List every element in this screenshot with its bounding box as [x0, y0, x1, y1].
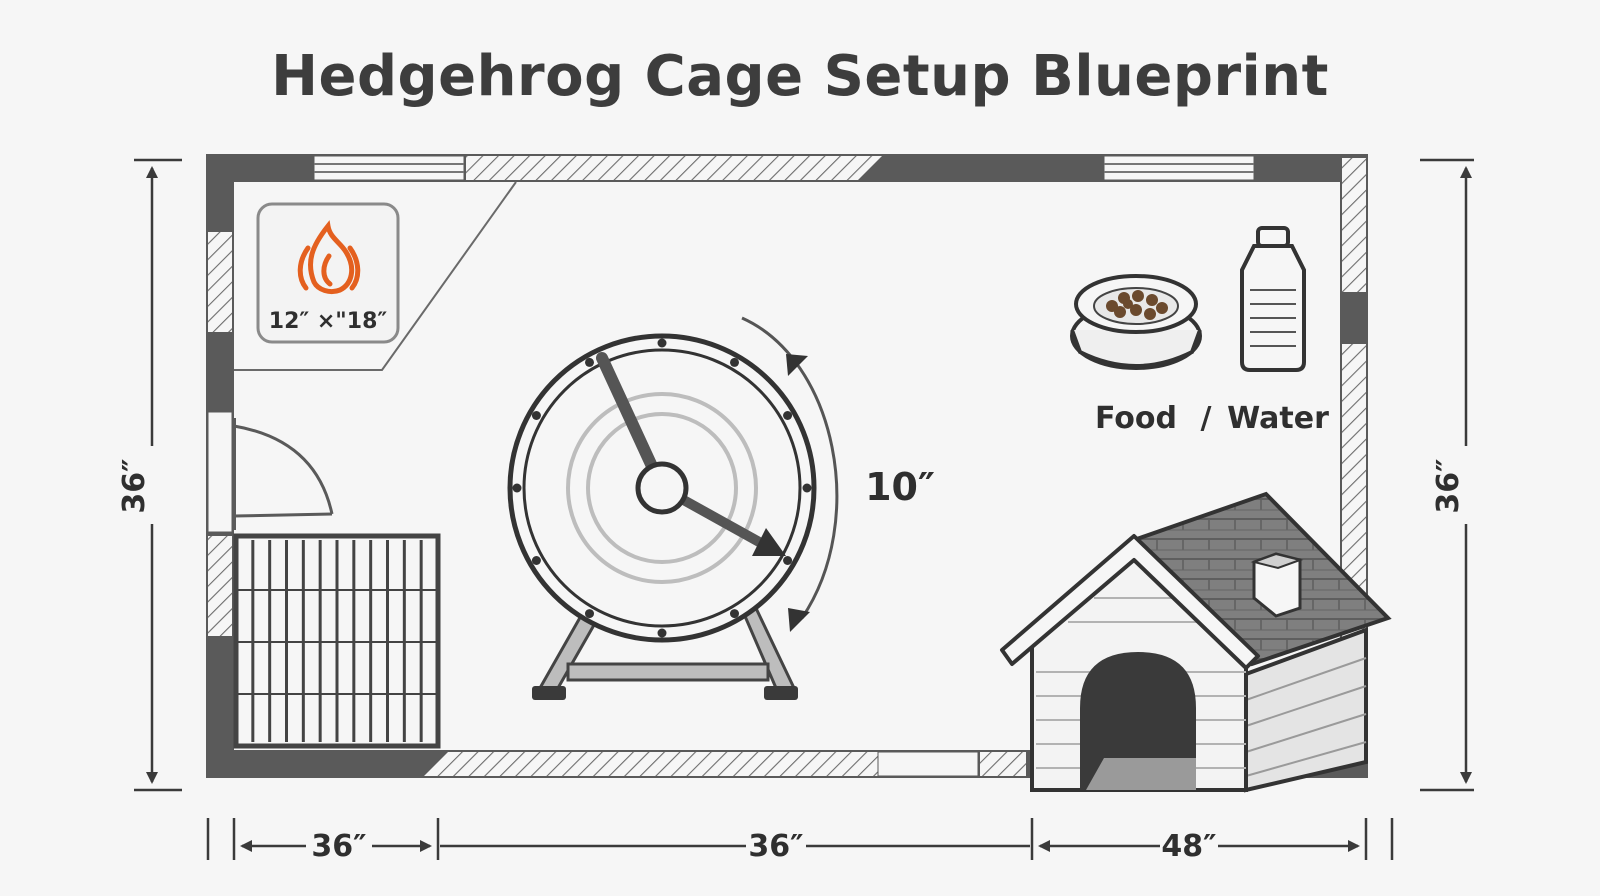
- rim-bolt: [783, 411, 793, 420]
- food-bowl: [1070, 274, 1202, 370]
- flame-icon: [297, 220, 361, 295]
- rim-bolt: [730, 357, 739, 367]
- rim-bolt: [783, 556, 793, 565]
- water-label: Water: [1227, 401, 1329, 436]
- rim-bolt: [585, 357, 594, 367]
- rim-bolt: [531, 411, 541, 420]
- height-right-label: 36″: [1431, 458, 1466, 513]
- wheel-diameter-label: 10″: [865, 465, 935, 509]
- hide-house: [1000, 491, 1392, 793]
- rim-bolt: [657, 338, 667, 348]
- food-water-separator: /: [1201, 401, 1212, 436]
- heater-zone-boundary: [234, 181, 517, 371]
- wheel-rim-dots: [512, 338, 812, 638]
- food-label: Food: [1095, 401, 1177, 436]
- page-title: Hedgehrog Cage Setup Blueprint: [271, 44, 1329, 109]
- rim-bolt: [657, 628, 667, 638]
- heater-size-label: 12″ ×"18″: [269, 309, 388, 334]
- water-bottle: [1240, 226, 1306, 372]
- width-right-label: 48″: [1161, 829, 1216, 864]
- rim-bolt: [585, 609, 594, 619]
- heater-pad: 12″ ×"18″: [256, 202, 400, 344]
- rim-bolt: [531, 556, 541, 565]
- dimension-lines: [134, 158, 1474, 860]
- cage-door: [232, 418, 334, 530]
- width-middle-label: 36″: [748, 829, 803, 864]
- width-left-label: 36″: [311, 829, 366, 864]
- litter-grate: [233, 533, 441, 749]
- rim-bolt: [512, 483, 522, 493]
- exercise-wheel: 10″: [507, 316, 935, 700]
- height-left-label: 36″: [117, 458, 152, 513]
- rim-bolt: [730, 609, 739, 619]
- rim-bolt: [802, 483, 812, 493]
